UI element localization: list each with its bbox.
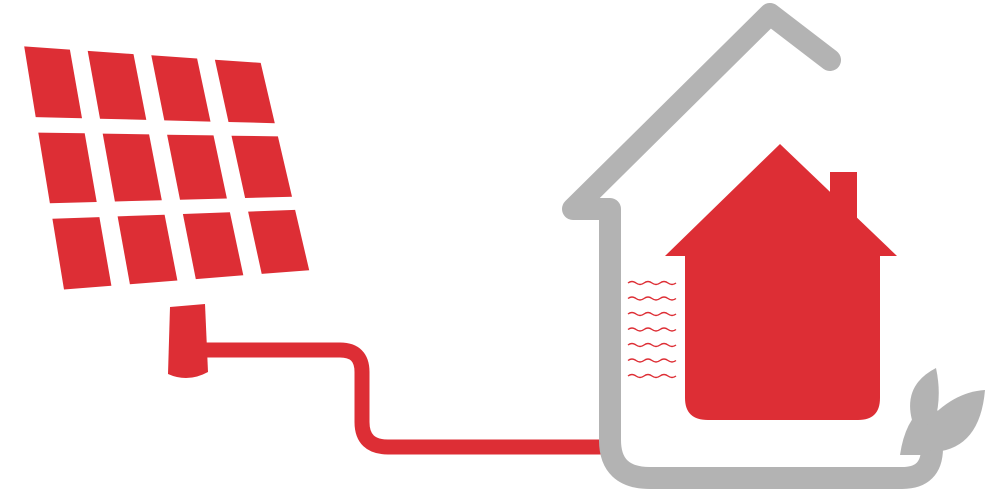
house-icon: [665, 144, 897, 420]
heat-wave-line: [628, 359, 676, 362]
cable-icon: [205, 350, 602, 447]
heat-wave-icon: [628, 282, 676, 378]
solar-cell: [232, 136, 293, 198]
solar-cell: [151, 55, 210, 121]
solar-cell: [38, 133, 96, 204]
house-roof: [665, 144, 897, 256]
solar-cell: [183, 212, 243, 279]
leaf-icon: [900, 368, 985, 455]
heat-wave-line: [628, 297, 676, 300]
panel-mount: [168, 304, 208, 378]
heat-wave-line: [628, 328, 676, 331]
heat-wave-line: [628, 375, 676, 378]
solar-cell: [215, 60, 275, 123]
solar-cell: [248, 210, 309, 274]
house-chimney: [830, 172, 857, 234]
solar-cell: [24, 46, 82, 118]
heat-wave-line: [628, 282, 676, 285]
solar-cell: [167, 135, 227, 200]
house-body: [685, 250, 880, 420]
solar-cell: [52, 217, 111, 289]
solar-cell: [118, 215, 178, 285]
solar-cell: [103, 134, 162, 202]
heat-wave-line: [628, 313, 676, 316]
heat-wave-line: [628, 344, 676, 347]
solar-panel-icon: [24, 46, 309, 289]
solar-cell: [88, 51, 147, 120]
